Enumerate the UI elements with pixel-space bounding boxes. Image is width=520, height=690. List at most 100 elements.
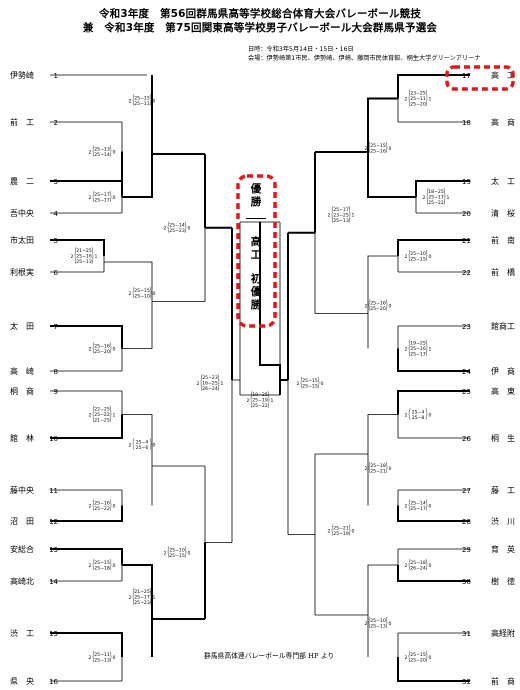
score-right-r1-set: 25−17 [410, 352, 426, 358]
score-right-r1-bracket [385, 299, 388, 311]
team-name-left: 農 二 [10, 176, 34, 186]
score-right-r1-set: 25−10 [410, 251, 426, 257]
score-right-r1-bracket [408, 249, 411, 262]
match-line-right [367, 255, 398, 349]
score-left-r1-bracket [92, 342, 95, 354]
score-left-r1-set: 25−22 [94, 506, 110, 512]
score-left-r1-set: 25−10 [134, 293, 150, 299]
team-name-left: 高 崎 [10, 366, 34, 376]
match-line-left [50, 505, 123, 522]
score-left-r1-lost: 0 [153, 442, 156, 448]
match-line-right [397, 657, 470, 682]
score-right-r1-bracket [368, 461, 371, 474]
match-line-right [397, 565, 470, 582]
score-right-r1-bracket [443, 188, 446, 205]
score-left-r1-lost: 0 [113, 195, 116, 201]
score-left-r1-bracket [149, 588, 152, 605]
score-left-r1-bracket [109, 145, 112, 157]
match-line-left [122, 564, 153, 657]
score-left-semifinal-won: 2 [197, 381, 200, 387]
score-left-r1-bracket [109, 342, 112, 354]
match-line-left [50, 180, 123, 197]
score-right-r1-won: 2 [365, 303, 368, 309]
score-right-r2-set: 23−25 [333, 212, 349, 218]
score-right-r2-set: 25−21 [333, 525, 349, 531]
score-left-semifinal-set: 25−23 [202, 375, 218, 381]
match-line-left [50, 632, 123, 657]
match-line-left [50, 151, 123, 182]
match-line-left [122, 75, 153, 198]
score-right-r1-lost: 0 [389, 146, 392, 152]
date-line: 日時：令和3年5月14日・15日・16日 [248, 46, 354, 53]
champion-note: 勝 [251, 298, 262, 311]
seed-number-left: 6 [54, 269, 59, 277]
score-right-r2-set: 25−19 [333, 531, 349, 537]
score-right-r1-bracket [408, 89, 411, 107]
score-left-r1-set: 25−13 [94, 146, 110, 152]
score-left-r1-bracket [74, 247, 77, 264]
score-right-semifinal-set: 25−15 [302, 383, 318, 389]
team-name-right: 前 南 [491, 235, 515, 245]
title-line-2: 兼 令和3年度 第75回関東高等学校男子バレーボール大会群馬県予選会 [82, 22, 438, 34]
team-name-left: 桐 商 [10, 386, 34, 396]
score-right-r1-won: 2 [365, 621, 368, 627]
score-left-r1-won: 2 [89, 412, 92, 418]
score-right-r1-set: 25−21 [370, 468, 386, 474]
score-right-r1-set: 25−15 [370, 143, 386, 149]
final-line [232, 379, 241, 395]
score-right-r2-bracket [331, 205, 334, 223]
score-final-set: 25−22 [252, 403, 268, 409]
seed-number-left: 1 [54, 72, 58, 80]
team-name-right: 渋 川 [491, 516, 515, 526]
team-name-left: 市太田 [10, 235, 34, 245]
score-left-r2-bracket [184, 546, 187, 558]
team-name-right: 館商工 [491, 321, 515, 331]
team-name-right: 太 工 [491, 176, 515, 186]
team-name-left: 館 林 [10, 433, 34, 443]
score-right-r1-won: 2 [405, 655, 408, 661]
score-right-semifinal-won: 2 [297, 381, 300, 387]
score-right-r1-set: 25−18 [370, 463, 386, 469]
score-left-semifinal-bracket [217, 374, 220, 391]
score-right-r1-set: 25−17 [410, 506, 426, 512]
match-line-right [367, 564, 398, 657]
score-right-r2-bracket [348, 205, 351, 223]
score-right-r1-set: 19−25 [410, 341, 426, 347]
score-left-r1-set: 25−13 [94, 657, 110, 663]
score-right-r1-set: 25−18 [410, 560, 426, 566]
score-right-r1-set: 25−15 [410, 652, 426, 658]
score-left-r1-set: 25−16 [76, 254, 92, 260]
score-left-r1-bracket [149, 286, 152, 299]
score-right-r1-bracket [408, 499, 411, 511]
score-right-r1-set: 25−17 [428, 195, 444, 201]
venue-line: 会場：伊勢崎第1市民、伊勢崎、伊崎、藤岡市民体育館、桐生大学グリーンアリーナ [248, 55, 481, 62]
score-right-semifinal-bracket [300, 376, 303, 389]
score-right-r1-bracket [425, 650, 428, 663]
score-left-r2-bracket [184, 221, 187, 234]
team-name-right: 清 桜 [491, 208, 515, 218]
score-left-r1-won: 2 [89, 503, 92, 509]
team-name-left: 沼 田 [10, 517, 34, 526]
score-right-r1-bracket [425, 558, 428, 571]
team-name-right: 前 橋 [491, 267, 515, 277]
score-final-bracket [267, 391, 270, 408]
score-left-r1-set: 25−20 [94, 349, 110, 355]
score-left-r1-lost: 1 [113, 412, 116, 418]
score-left-r1-set: 25−15 [94, 560, 110, 566]
score-right-r1-lost: 0 [429, 655, 432, 661]
seed-number-right: 23 [462, 323, 471, 331]
match-line-right [367, 414, 398, 506]
team-name-right: 桐 生 [491, 433, 515, 443]
winner-team-highlight [445, 65, 515, 91]
score-right-r2-won: 2 [328, 528, 331, 534]
score-right-r1-lost: 0 [389, 466, 392, 472]
match-line-right [397, 505, 470, 522]
score-right-r1-bracket [368, 299, 371, 311]
champion-note: 優 [250, 285, 262, 298]
score-left-r1-bracket [149, 438, 152, 450]
score-left-r2-bracket [167, 221, 170, 234]
score-final-lost: 1 [271, 398, 274, 404]
score-left-r1-lost: 1 [153, 595, 156, 601]
score-left-r1-won: 2 [89, 346, 92, 352]
score-left-r1-bracket [92, 650, 95, 663]
